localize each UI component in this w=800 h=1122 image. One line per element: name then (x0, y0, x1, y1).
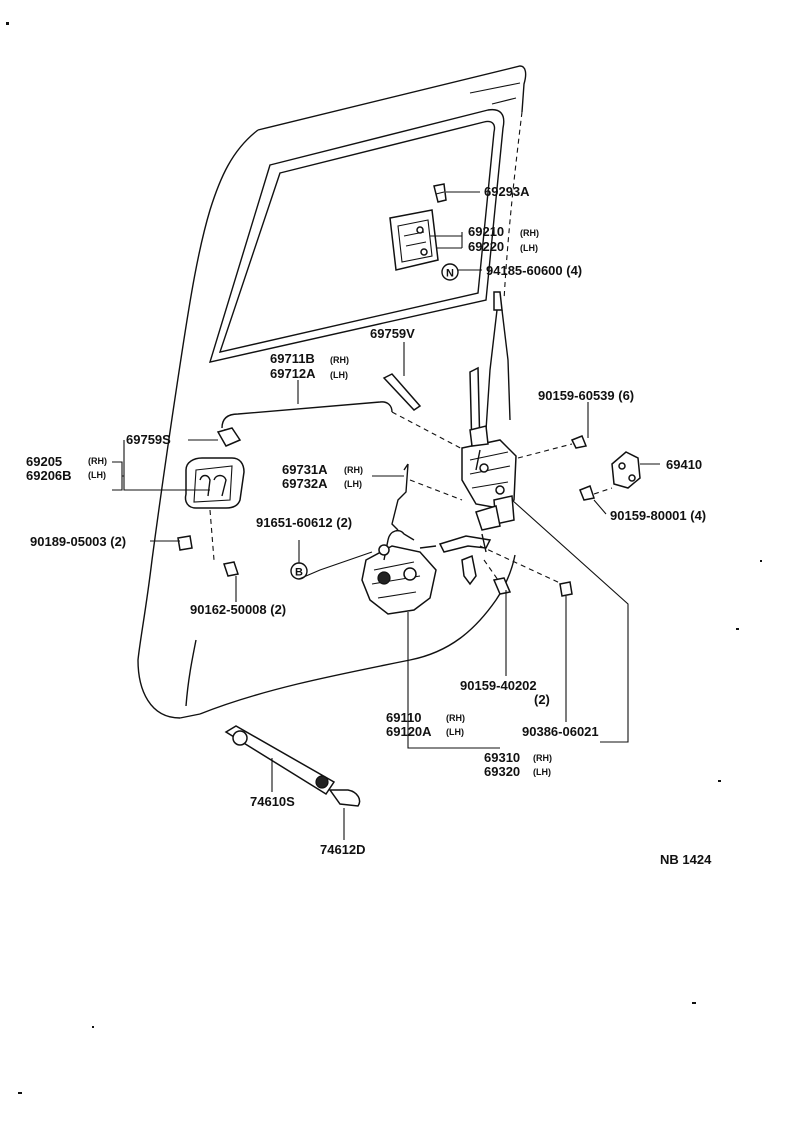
label-69205-side: (RH) (88, 456, 107, 466)
label-69320-side: (LH) (533, 767, 551, 777)
clip-69293a (433, 183, 447, 203)
marker-n: N (441, 263, 459, 281)
label-90159-40202-qty: (2) (534, 692, 550, 707)
label-91651: 91651-60612 (2) (256, 515, 352, 530)
label-94185: 94185-60600 (4) (486, 263, 582, 278)
scan-specks (6, 22, 762, 1094)
link-rod (221, 401, 469, 453)
label-69310: 69310 (484, 750, 520, 765)
inside-handle-bracket (389, 209, 439, 271)
protector-69759v (382, 373, 422, 411)
label-90386: 90386-06021 (522, 724, 599, 739)
label-69210-side: (RH) (520, 228, 539, 238)
label-69220-side: (LH) (520, 243, 538, 253)
label-69120a-side: (LH) (446, 727, 464, 737)
label-74612d: 74612D (320, 842, 366, 857)
label-69732a-side: (LH) (344, 479, 362, 489)
marker-b-label: B (295, 567, 303, 579)
label-69711b: 69711B (270, 351, 315, 366)
screw-90162 (223, 561, 239, 577)
label-69759s: 69759S (126, 432, 171, 447)
door-lock-assembly (461, 366, 517, 531)
lock-link-rod (391, 463, 463, 531)
label-69759v: 69759V (370, 326, 415, 341)
label-90189: 90189-05003 (2) (30, 534, 126, 549)
label-69220: 69220 (468, 239, 504, 254)
screw-90159-80001 (579, 485, 613, 501)
label-90159-80001: 90159-80001 (4) (610, 508, 706, 523)
screw-90386 (479, 545, 573, 597)
door-lock (361, 529, 437, 615)
label-69320: 69320 (484, 764, 520, 779)
clip-69759s (216, 427, 242, 447)
marker-n-label: N (446, 268, 454, 280)
label-69110-side: (RH) (446, 713, 465, 723)
door-panel-outline (137, 65, 527, 719)
label-69711b-side: (RH) (330, 355, 349, 365)
lock-cylinder (224, 725, 361, 807)
leader-dash-lever (483, 559, 499, 581)
label-69712a: 69712A (270, 366, 316, 381)
label-69732a: 69732A (282, 476, 328, 491)
label-69731a-side: (RH) (344, 465, 363, 475)
diagram-code: NB 1424 (660, 852, 712, 867)
control-lever (438, 533, 492, 586)
leader-lines (112, 191, 660, 840)
striker-plate (611, 451, 641, 489)
label-69206b-side: (LH) (88, 470, 106, 480)
label-69110: 69110 (386, 710, 421, 725)
label-69731a: 69731A (282, 462, 328, 477)
part-labels: 69293A 69210 (RH) 69220 (LH) 94185-60600… (26, 184, 712, 867)
label-69293a: 69293A (484, 184, 530, 199)
leader-dash-60539 (517, 443, 573, 459)
label-90159-60539: 90159-60539 (6) (538, 388, 634, 403)
label-69310-side: (RH) (533, 753, 552, 763)
label-69205: 69205 (26, 454, 62, 469)
screw-90159-60539 (570, 435, 588, 449)
label-90159-40202: 90159-40202 (460, 678, 537, 693)
label-69120a: 69120A (386, 724, 432, 739)
label-90162: 90162-50008 (2) (190, 602, 286, 617)
label-69712a-side: (LH) (330, 370, 348, 380)
label-69410: 69410 (666, 457, 702, 472)
label-69206b: 69206B (26, 468, 72, 483)
label-69210: 69210 (468, 224, 504, 239)
screw-90189 (177, 535, 193, 551)
label-74610s: 74610S (250, 794, 295, 809)
inside-handle (184, 457, 245, 561)
